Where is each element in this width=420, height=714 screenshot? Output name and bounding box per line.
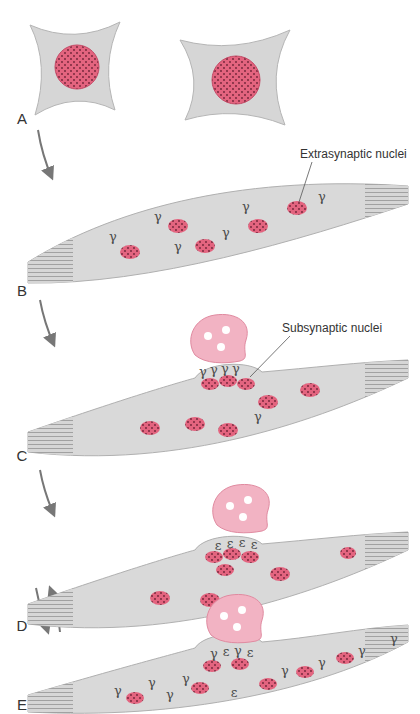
subunit-symbol: γ (318, 656, 326, 669)
myotube-fiber (28, 170, 410, 290)
subunit-symbol: γ (109, 230, 117, 243)
subunit-symbol: γ (166, 688, 174, 701)
subunit-symbol: γ (221, 362, 229, 375)
subunit-symbol: γ (210, 363, 218, 376)
subunit-symbol: γ (358, 644, 366, 657)
myoblast-cells (30, 22, 290, 125)
callout-label: Subsynaptic nuclei (282, 322, 382, 334)
subunit-symbol: γ (242, 200, 250, 213)
subunit-symbol: γ (232, 362, 240, 375)
subunit-symbol: γ (199, 365, 207, 378)
panel-letter: C (17, 448, 28, 463)
leader-line (299, 162, 312, 202)
subunit-symbol: ε (239, 536, 246, 549)
subunit-symbol: ε (251, 538, 258, 551)
subunit-symbol: γ (114, 684, 122, 697)
subunit-symbol: γ (281, 664, 289, 677)
panel-letter: D (17, 618, 28, 633)
subunit-symbol: ε (231, 686, 238, 699)
panel-letter: B (17, 283, 27, 298)
innervated-fiber (28, 314, 410, 460)
panel-letter: A (17, 111, 27, 126)
subunit-symbol: ε (223, 645, 230, 658)
subunit-symbol: γ (234, 644, 242, 657)
subunit-symbol: γ (182, 672, 190, 685)
callout-label: Extrasynaptic nuclei (300, 148, 407, 160)
subunit-symbol: γ (318, 190, 326, 203)
denervated-fiber (28, 594, 410, 714)
subunit-symbol: γ (390, 632, 398, 645)
stage-arrows (36, 130, 60, 632)
leader-line (250, 336, 290, 377)
panel-letter: E (17, 697, 27, 712)
subunit-symbol: ε (227, 537, 234, 550)
subunit-symbol: γ (210, 647, 218, 660)
subunit-symbol: γ (154, 210, 162, 223)
subunit-symbol: γ (222, 226, 230, 239)
subunit-symbol: γ (148, 676, 156, 689)
subunit-symbol: γ (254, 410, 262, 423)
subunit-symbol: ε (215, 539, 222, 552)
subunit-symbol: ε (247, 646, 254, 659)
subunit-symbol: γ (174, 240, 182, 253)
